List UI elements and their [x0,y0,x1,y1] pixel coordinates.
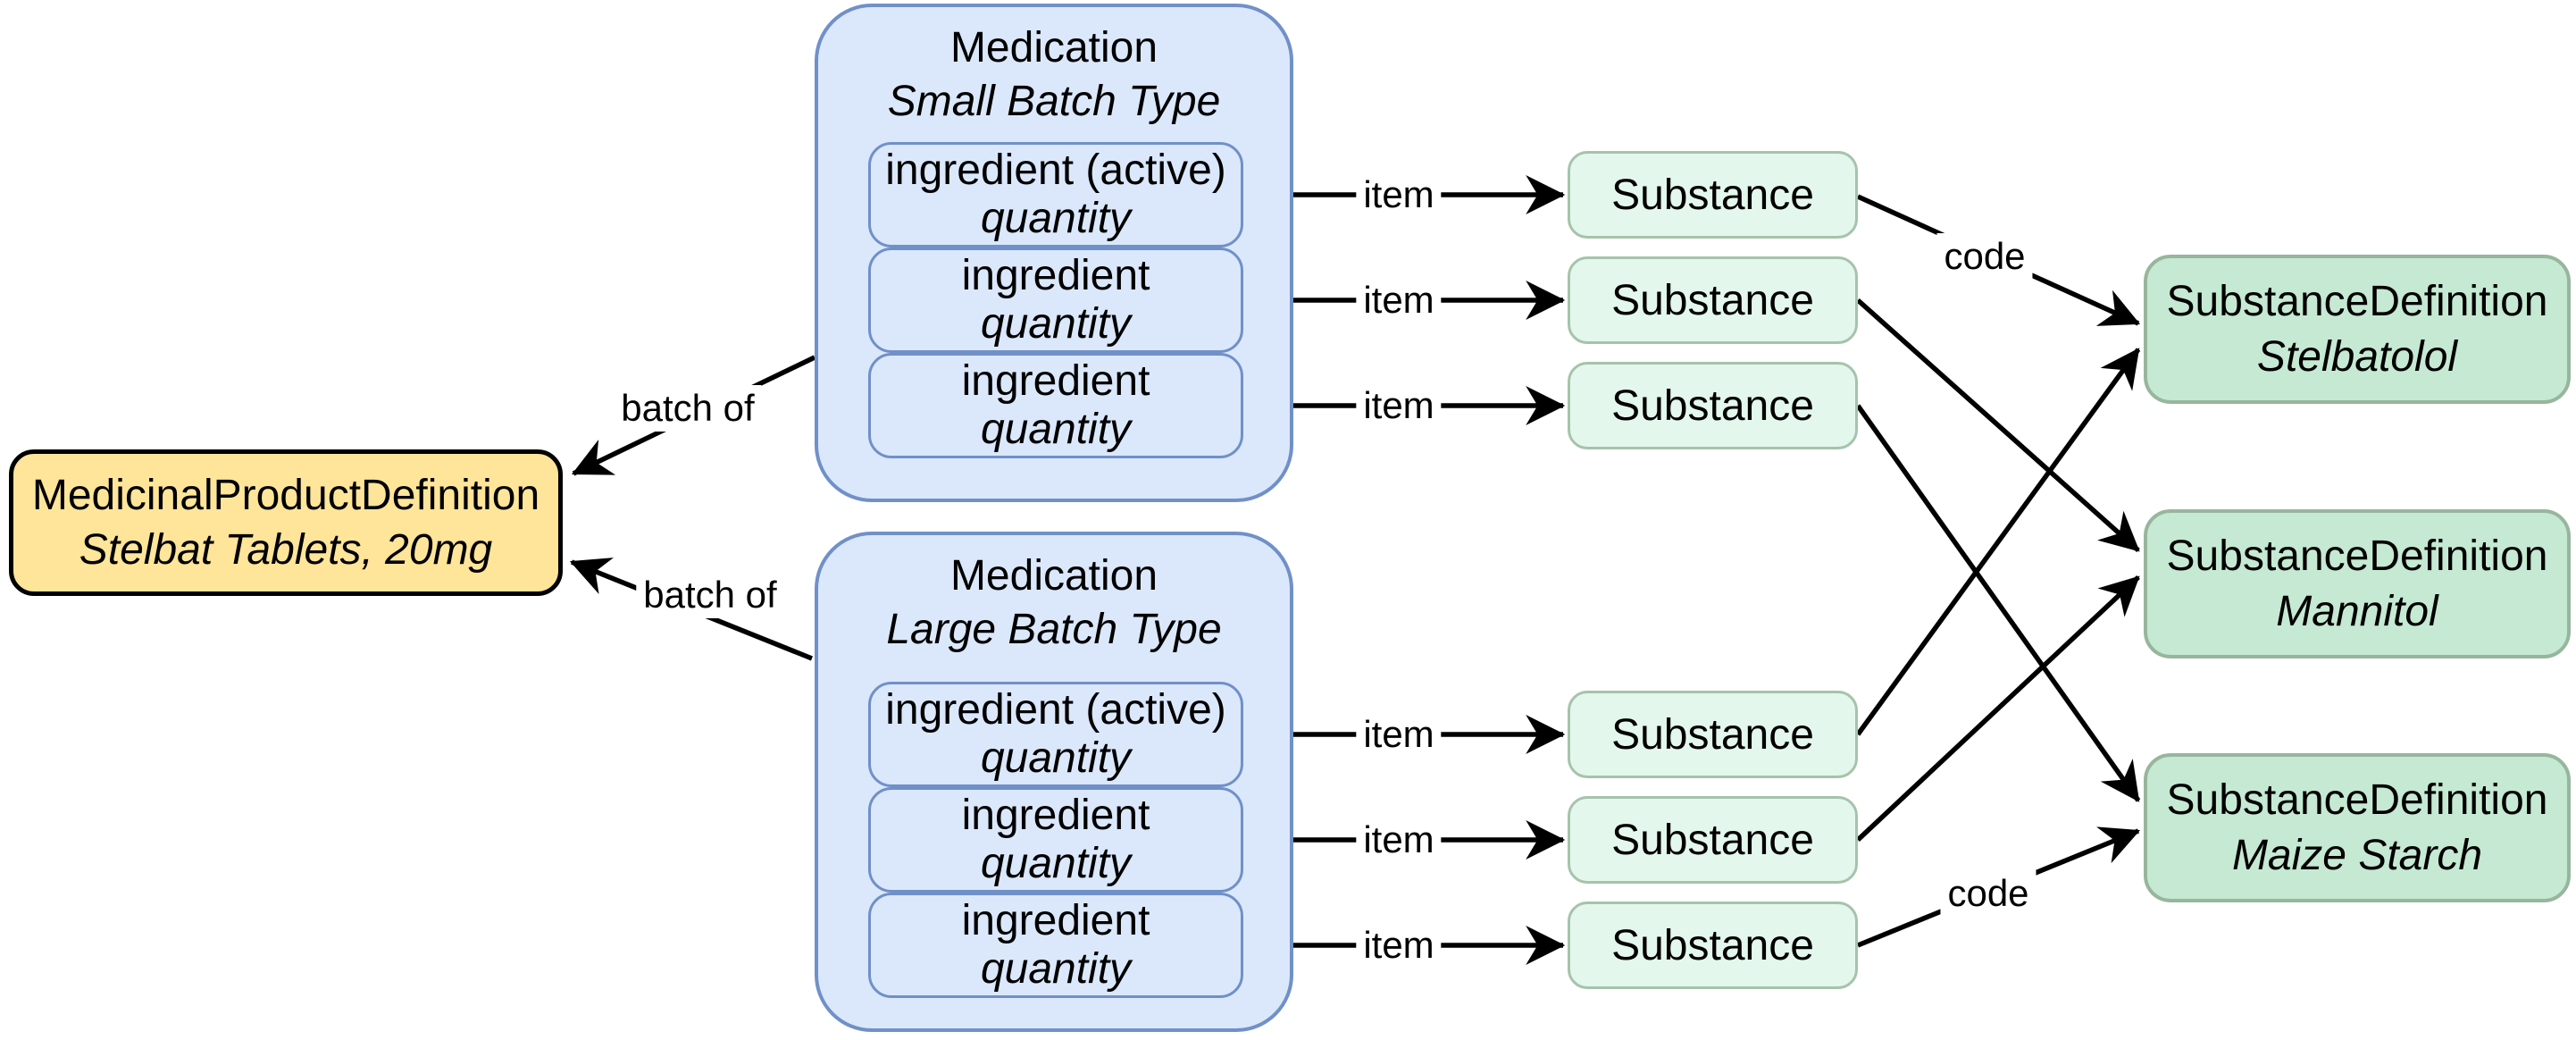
medication-header: Medication Small Batch Type [818,21,1290,129]
ingredient-row-large-2: ingredient quantity [868,787,1243,893]
node-title: SubstanceDefinition [2166,278,2548,326]
ingredient-row-small-active: ingredient (active) quantity [868,142,1243,247]
edge-substance2-mannitol [1856,298,2140,553]
ingredient-label: ingredient [961,897,1150,945]
edge-label-item: item [1356,922,1442,969]
edge-label-item: item [1356,711,1442,758]
ingredient-row-large-active: ingredient (active) quantity [868,682,1243,787]
ingredient-label: ingredient [961,792,1150,840]
edge-substance5-mannitol [1856,575,2140,843]
node-substance-3: Substance [1568,362,1858,449]
medication-header: Medication Large Batch Type [818,549,1290,657]
node-medicinal-product-definition: MedicinalProductDefinition Stelbat Table… [9,449,563,596]
ingredient-quantity: quantity [980,945,1132,993]
edge-label-batch-of: batch of [614,385,762,432]
node-title: Medication [949,24,1158,71]
node-substance-6: Substance [1568,902,1858,989]
edge-label-code: code [1940,870,2037,917]
ingredient-quantity: quantity [980,195,1132,242]
node-title: SubstanceDefinition [2166,533,2548,581]
ingredient-quantity: quantity [980,734,1132,782]
edge-label-item: item [1356,382,1442,429]
ingredient-row-large-3: ingredient quantity [868,893,1243,998]
node-title: Medication [949,552,1158,600]
node-substance-definition-mannitol: SubstanceDefinition Mannitol [2144,509,2571,658]
node-substance-1: Substance [1568,151,1858,239]
node-substance-4: Substance [1568,691,1858,778]
node-subtitle: Large Batch Type [886,606,1222,653]
ingredient-label: ingredient (active) [885,686,1226,734]
node-subtitle: Maize Starch [2231,831,2483,879]
node-subtitle: Stelbat Tablets, 20mg [79,526,493,574]
edge-label-item: item [1356,172,1442,218]
ingredient-quantity: quantity [980,300,1132,348]
node-substance-definition-maize-starch: SubstanceDefinition Maize Starch [2144,753,2571,902]
node-subtitle: Small Batch Type [887,78,1221,125]
ingredient-quantity: quantity [980,840,1132,887]
ingredient-label: ingredient [961,357,1150,406]
ingredient-row-small-3: ingredient quantity [868,353,1243,458]
node-title: SubstanceDefinition [2166,776,2548,825]
edge-label-batch-of: batch of [636,572,784,618]
node-substance-definition-stelbatolol: SubstanceDefinition Stelbatolol [2144,255,2571,404]
ingredient-label: ingredient (active) [885,147,1226,195]
ingredient-quantity: quantity [980,406,1132,453]
ingredient-label: ingredient [961,252,1150,300]
node-substance-2: Substance [1568,256,1858,344]
edge-substance4-stelbatolol [1855,348,2141,736]
edge-substance3-maizestarch [1855,404,2141,802]
ingredient-row-small-2: ingredient quantity [868,247,1243,353]
node-subtitle: Stelbatolol [2256,332,2458,381]
node-substance-5: Substance [1568,796,1858,884]
edge-label-item: item [1356,277,1442,323]
edge-label-code: code [1936,233,2033,280]
node-subtitle: Mannitol [2276,587,2438,635]
edge-label-item: item [1356,817,1442,863]
node-title: MedicinalProductDefinition [31,471,540,519]
